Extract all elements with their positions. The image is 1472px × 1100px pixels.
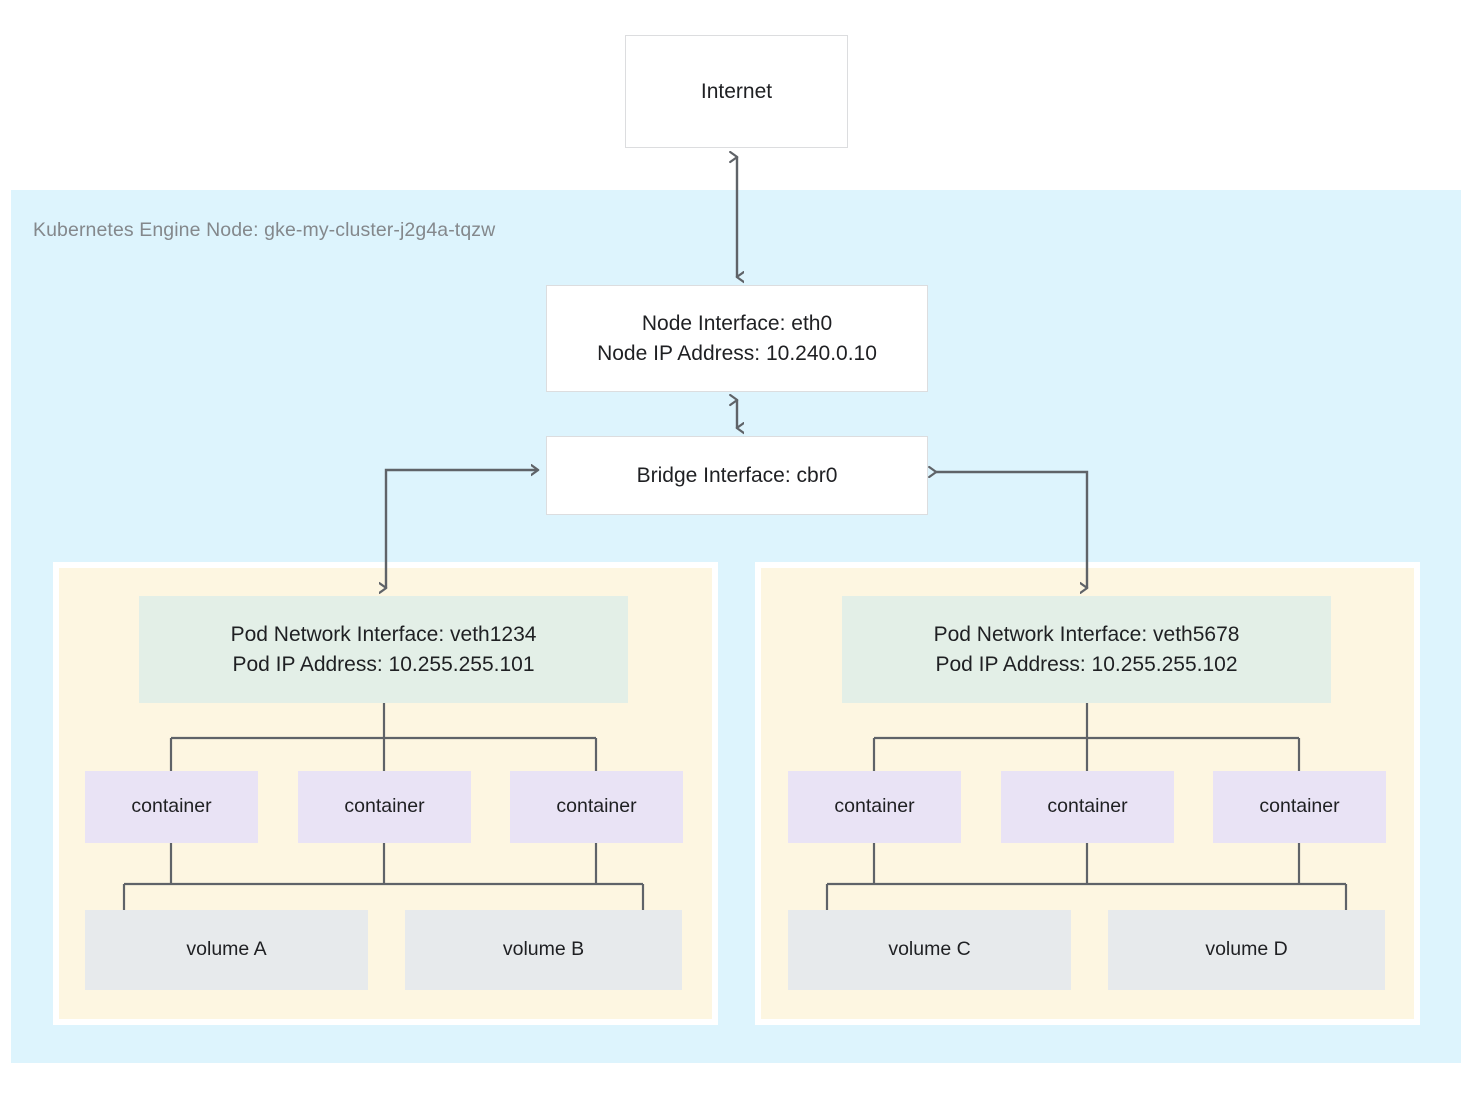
container-box[interactable]: container — [788, 771, 961, 843]
container-box[interactable]: container — [510, 771, 683, 843]
bridge-interface-box[interactable]: Bridge Interface: cbr0 — [546, 436, 928, 515]
container-box[interactable]: container — [298, 771, 471, 843]
volume-box[interactable]: volume A — [85, 910, 368, 990]
node-interface-box[interactable]: Node Interface: eth0 Node IP Address: 10… — [546, 285, 928, 392]
node-region-label: Kubernetes Engine Node: gke-my-cluster-j… — [33, 219, 496, 241]
container-box[interactable]: container — [1213, 771, 1386, 843]
volume-box[interactable]: volume B — [405, 910, 682, 990]
volume-box[interactable]: volume D — [1108, 910, 1385, 990]
internet-box[interactable]: Internet — [625, 35, 848, 148]
pod-network-interface-left[interactable]: Pod Network Interface: veth1234 Pod IP A… — [139, 596, 628, 703]
volume-box[interactable]: volume C — [788, 910, 1071, 990]
container-box[interactable]: container — [85, 771, 258, 843]
container-box[interactable]: container — [1001, 771, 1174, 843]
pod-network-interface-right[interactable]: Pod Network Interface: veth5678 Pod IP A… — [842, 596, 1331, 703]
